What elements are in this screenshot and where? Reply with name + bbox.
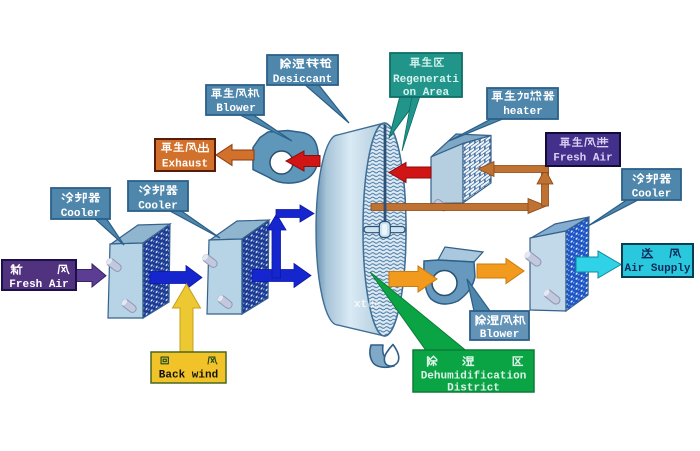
svg-text:Air Supply: Air Supply bbox=[624, 263, 690, 275]
svg-text:Cooler: Cooler bbox=[632, 189, 672, 201]
svg-text:Cooler: Cooler bbox=[61, 208, 101, 220]
svg-text:Fresh Air: Fresh Air bbox=[9, 279, 68, 291]
svg-text:on Area: on Area bbox=[403, 87, 450, 99]
svg-text:d­o: d­o bbox=[368, 299, 380, 311]
svg-text:Blower: Blower bbox=[216, 103, 256, 115]
svg-text:Desiccant: Desiccant bbox=[273, 74, 332, 86]
svg-text:Exhaust: Exhaust bbox=[162, 159, 208, 171]
svg-text:Cooler: Cooler bbox=[138, 201, 178, 213]
svg-text:Regenerati: Regenerati bbox=[393, 74, 459, 86]
svg-text:District: District bbox=[447, 383, 500, 395]
svg-text:Back wind: Back wind bbox=[159, 370, 218, 382]
svg-text:xt: xt bbox=[354, 299, 367, 311]
svg-text:Fresh Air: Fresh Air bbox=[553, 153, 612, 165]
svg-text:heater: heater bbox=[503, 106, 543, 118]
svg-text:Blower: Blower bbox=[480, 329, 520, 341]
svg-text:Dehumidification: Dehumidification bbox=[421, 371, 527, 383]
